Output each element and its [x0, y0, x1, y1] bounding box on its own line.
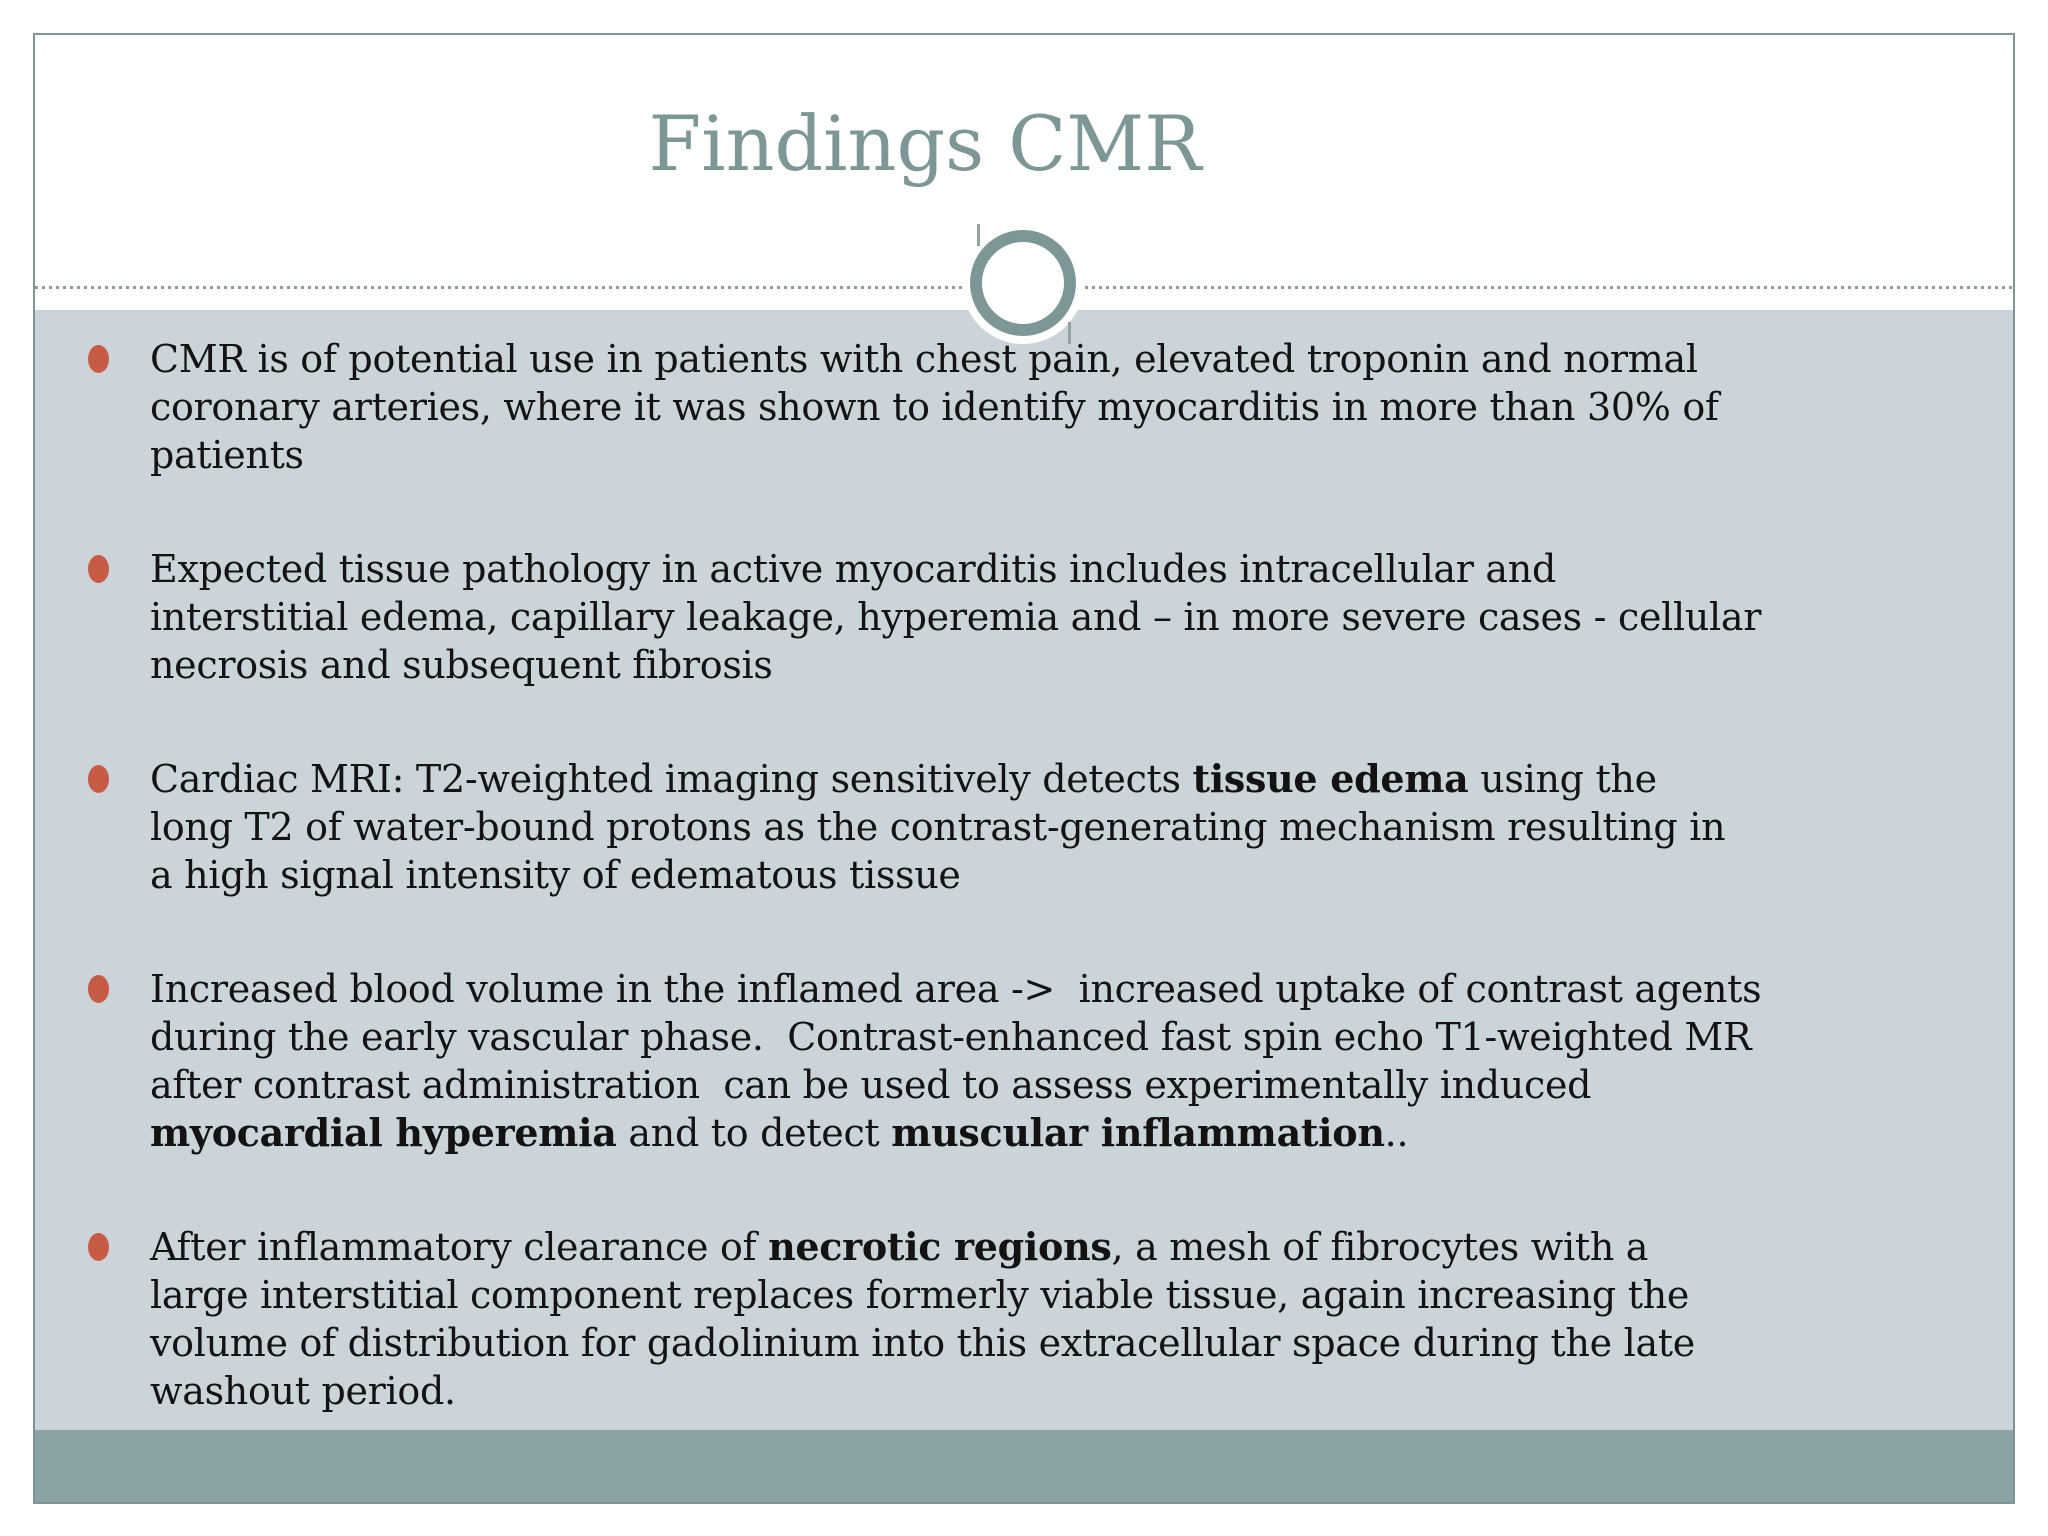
- bullet-text: CMR is of potential use in patients with…: [150, 335, 1968, 479]
- bullet-item: Increased blood volume in the inflamed a…: [88, 965, 1968, 1157]
- bullet-item: After inflammatory clearance of necrotic…: [88, 1223, 1968, 1415]
- bullet-text-line: necrosis and subsequent fibrosis: [150, 643, 773, 687]
- bullet-marker-icon: [88, 975, 109, 1003]
- bullet-text-line: Increased blood volume in the inflamed a…: [150, 967, 1762, 1011]
- bullet-list: CMR is of potential use in patients with…: [88, 335, 1968, 1415]
- bullet-text-line: during the early vascular phase. Contras…: [150, 1015, 1752, 1059]
- footer-bar: [35, 1430, 2013, 1502]
- bullet-text: After inflammatory clearance of necrotic…: [150, 1223, 1968, 1415]
- bullet-text-line: Expected tissue pathology in active myoc…: [150, 547, 1556, 591]
- divider-tick-top-icon: [977, 224, 980, 246]
- bullet-text-line: coronary arteries, where it was shown to…: [150, 385, 1719, 429]
- bullet-text: Increased blood volume in the inflamed a…: [150, 965, 1968, 1157]
- bullet-item: CMR is of potential use in patients with…: [88, 335, 1968, 479]
- slide-frame: Findings CMR CMR is of potential use in …: [33, 33, 2015, 1504]
- bullet-text-line: After inflammatory clearance of necrotic…: [150, 1224, 1649, 1269]
- bullet-text-line: after contrast administration can be use…: [150, 1063, 1592, 1107]
- bullet-marker-icon: [88, 555, 109, 583]
- bullet-text-line: washout period.: [150, 1369, 456, 1413]
- bullet-text-line: CMR is of potential use in patients with…: [150, 337, 1698, 381]
- bullet-item: Expected tissue pathology in active myoc…: [88, 545, 1968, 689]
- bullet-item: Cardiac MRI: T2-weighted imaging sensiti…: [88, 755, 1968, 899]
- bullet-marker-icon: [88, 1233, 109, 1261]
- bullet-text: Cardiac MRI: T2-weighted imaging sensiti…: [150, 755, 1968, 899]
- bullet-text-line: patients: [150, 433, 304, 477]
- circle-ornament-icon: [970, 230, 1076, 336]
- bullet-text: Expected tissue pathology in active myoc…: [150, 545, 1968, 689]
- bullet-text-line: long T2 of water-bound protons as the co…: [150, 805, 1726, 849]
- bullet-text-line: volume of distribution for gadolinium in…: [150, 1321, 1695, 1365]
- bullet-text-line: Cardiac MRI: T2-weighted imaging sensiti…: [150, 756, 1657, 801]
- content-zone: [35, 310, 2013, 1430]
- slide-title: Findings CMR: [648, 99, 1202, 188]
- bullet-text-line: myocardial hyperemia and to detect muscu…: [150, 1110, 1409, 1155]
- bullet-text-line: large interstitial component replaces fo…: [150, 1273, 1690, 1317]
- divider-tick-bottom-icon: [1068, 322, 1071, 344]
- bullet-marker-icon: [88, 765, 109, 793]
- bullet-marker-icon: [88, 345, 109, 373]
- bullet-text-line: interstitial edema, capillary leakage, h…: [150, 595, 1762, 639]
- bullet-text-line: a high signal intensity of edematous tis…: [150, 853, 961, 897]
